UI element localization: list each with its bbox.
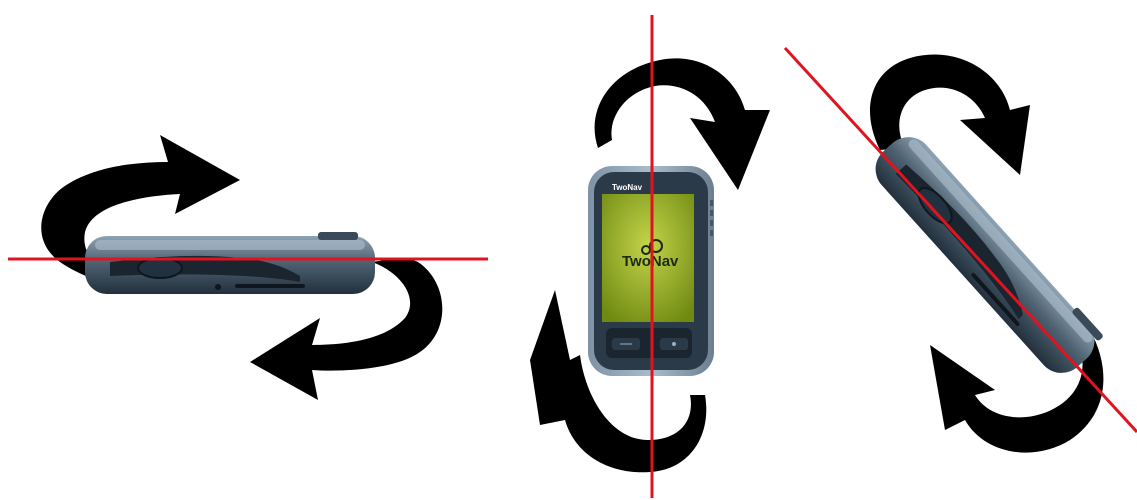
yaw-axis-panel: TwoNav TwoNav (530, 15, 770, 498)
device-brand-label: TwoNav (612, 183, 643, 192)
pitch-axis-panel (785, 48, 1137, 453)
device-side-view (85, 232, 375, 294)
device-tilted-view (866, 124, 1108, 382)
roll-axis-panel (8, 135, 488, 400)
